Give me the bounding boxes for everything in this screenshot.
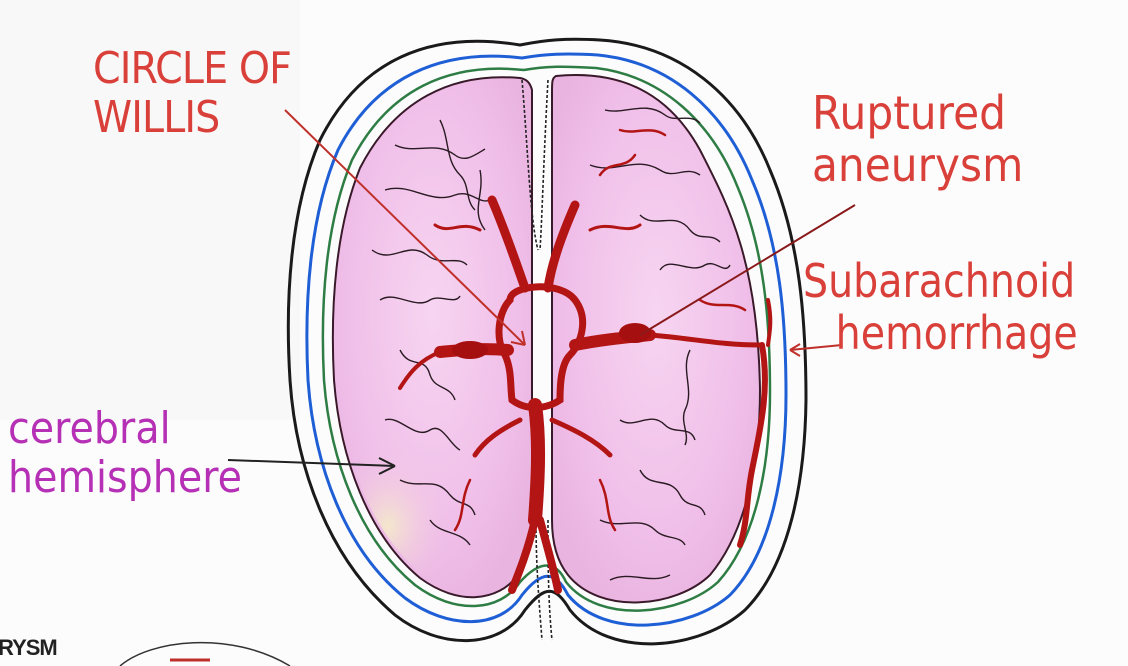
label-circle-of-willis-line2: WILLIS <box>93 93 291 142</box>
left-mca-bulge <box>452 341 488 359</box>
label-cropped-inset: RYSM <box>0 636 57 661</box>
aneurysm-bulge <box>619 323 651 343</box>
label-circle-of-willis-line1: CIRCLE OF <box>93 44 291 93</box>
label-subarachnoid-hemorrhage: Subarachnoid hemorrhage <box>803 256 1078 359</box>
label-ruptured-aneurysm-line1: Ruptured <box>812 88 1023 140</box>
label-sah-line2: hemorrhage <box>803 308 1078 360</box>
label-sah-line1: Subarachnoid <box>803 256 1078 308</box>
label-cerebral-line2: hemisphere <box>8 453 242 502</box>
label-circle-of-willis: CIRCLE OF WILLIS <box>93 44 291 143</box>
label-ruptured-aneurysm-line2: aneurysm <box>812 140 1023 192</box>
label-cerebral-line1: cerebral <box>8 404 242 453</box>
label-cerebral-hemisphere: cerebral hemisphere <box>8 404 242 503</box>
label-ruptured-aneurysm: Ruptured aneurysm <box>812 88 1023 191</box>
